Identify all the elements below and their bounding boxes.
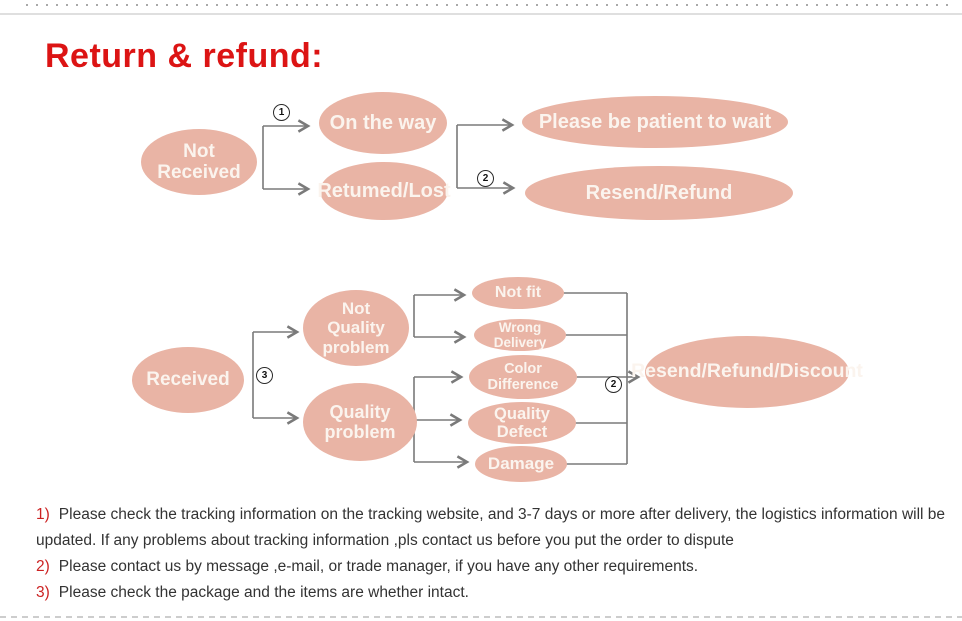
node-resend-refund-discount: Resend/Refund/Discount (631, 336, 863, 408)
note-2-text: Please contact us by message ,e-mail, or… (58, 558, 699, 575)
node-on-the-way: On the way (319, 92, 447, 154)
node-label: Not fit (494, 284, 542, 302)
node-label: Not Received (157, 140, 241, 183)
node-label: Color Difference (487, 360, 559, 393)
note-3-text: Please check the package and the items a… (58, 584, 469, 601)
step-1-badge: 1 (273, 104, 290, 121)
node-please-be-patient: Please be patient to wait (522, 96, 788, 148)
connector-not-received-branch (262, 119, 311, 196)
node-not-quality-problem: Not Quality problem (303, 290, 409, 366)
node-wrong-delivery: Wrong Delivery (474, 319, 566, 351)
node-label: Please be patient to wait (538, 110, 772, 133)
page-title: Return & refund: (45, 36, 324, 75)
note-1: 1)Please check the tracking information … (36, 502, 960, 554)
node-color-difference: Color Difference (469, 355, 577, 399)
node-label: Resend/Refund (585, 181, 733, 204)
node-received: Received (132, 347, 244, 413)
note-1-text: Please check the tracking information on… (36, 506, 946, 549)
node-not-received: Not Received (141, 129, 257, 195)
connector-not-quality-branch (413, 288, 467, 344)
node-returned-lost: Retumed/Lost (317, 162, 451, 220)
node-label: Resend/Refund/Discount (631, 360, 863, 383)
node-resend-refund: Resend/Refund (525, 166, 793, 220)
node-label: Damage (487, 454, 555, 474)
node-label: Quality problem (324, 401, 396, 442)
note-2: 2) Please contact us by message ,e-mail, … (36, 554, 960, 580)
top-dotted-border (26, 4, 956, 6)
note-3: 3) Please check the package and the items… (36, 580, 960, 606)
node-quality-problem: Quality problem (303, 383, 417, 461)
node-label: Received (146, 369, 230, 391)
node-label: Retumed/Lost (317, 179, 451, 202)
top-divider-line (0, 13, 962, 15)
step-2-badge: 2 (477, 170, 494, 187)
node-label: On the way (329, 111, 437, 134)
node-quality-defect: Quality Defect (468, 402, 576, 444)
node-damage: Damage (475, 446, 567, 482)
footnotes: 1)Please check the tracking information … (36, 502, 960, 606)
note-1-number: 1) (36, 506, 50, 523)
node-not-fit: Not fit (472, 277, 564, 309)
node-label: Wrong Delivery (493, 319, 547, 350)
node-label: Quality Defect (494, 404, 550, 441)
step-3-badge: 3 (256, 367, 273, 384)
bottom-dashed-border (0, 616, 962, 618)
note-2-number: 2) (36, 558, 50, 575)
connector-quality-branch (413, 370, 470, 469)
node-label: Not Quality problem (322, 299, 390, 357)
step-2-badge: 2 (605, 376, 622, 393)
note-3-number: 3) (36, 584, 50, 601)
